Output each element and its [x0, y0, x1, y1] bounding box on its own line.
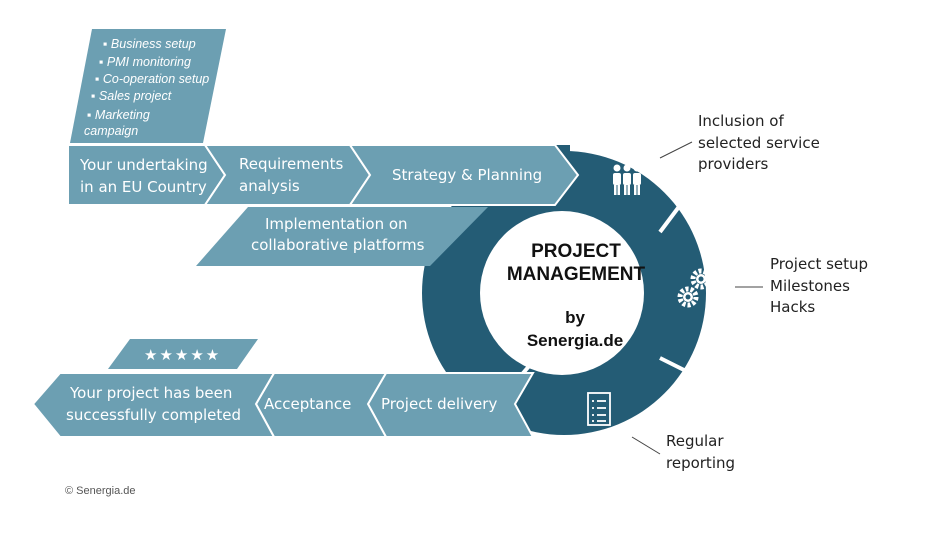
callout-setup-line3: Hacks [770, 298, 815, 316]
callout-setup: Project setup Milestones Hacks [770, 255, 868, 316]
step-undertaking-line2: in an EU Country [80, 178, 207, 196]
step-undertaking-line1: Your undertaking [79, 156, 208, 174]
step-strategy-label: Strategy & Planning [392, 166, 542, 184]
callout-line-reporting [631, 436, 661, 455]
copyright-text: © Senergia.de [65, 485, 136, 497]
step-completed-line1: Your project has been [69, 384, 232, 402]
callout-inclusion-line1: Inclusion of [698, 112, 784, 130]
callout-inclusion-line3: providers [698, 155, 768, 173]
step-undertaking [67, 144, 227, 206]
callout-setup-line1: Project setup [770, 255, 868, 273]
lower-process-row: Project delivery Acceptance Your project… [31, 372, 535, 438]
center-title-line1: PROJECT [531, 241, 621, 262]
center-by: by [565, 308, 585, 327]
service-list-item: ▪ Business setup [103, 37, 196, 51]
callout-inclusion-line2: selected service [698, 134, 820, 152]
service-list-item: ▪ Co-operation setup [95, 72, 209, 86]
service-list-item: campaign [84, 124, 138, 138]
upper-process-row: Your undertaking in an EU Country Requir… [67, 144, 580, 206]
step-requirements [203, 144, 372, 206]
checklist-icon [587, 392, 611, 426]
callout-line-inclusion [659, 141, 693, 159]
implementation-row: Implementation on collaborative platform… [196, 207, 488, 266]
step-implementation-line1: Implementation on [265, 215, 408, 233]
gears-icon [677, 268, 712, 308]
step-completed [31, 372, 276, 438]
step-strategy [348, 144, 580, 206]
ring-separator [658, 190, 692, 234]
callout-reporting-line2: reporting [666, 454, 735, 472]
step-acceptance-label: Acceptance [264, 395, 351, 413]
service-list-item: ▪ Sales project [91, 89, 172, 103]
step-requirements-line2: analysis [239, 177, 300, 195]
step-implementation [196, 207, 488, 266]
service-list-item: ▪ Marketing [87, 108, 150, 122]
step-completed-line2: successfully completed [66, 406, 241, 424]
step-delivery-label: Project delivery [381, 395, 497, 413]
service-list-box: ▪ Business setup ▪ PMI monitoring ▪ Co-o… [70, 29, 226, 143]
step-implementation-line2: collaborative platforms [251, 236, 425, 254]
people-group-icon [613, 164, 641, 195]
hub-circle [480, 211, 644, 375]
callout-inclusion: Inclusion of selected service providers [698, 112, 820, 173]
center-title-line2: MANAGEMENT [507, 264, 646, 285]
service-list-shape [70, 29, 226, 143]
rating-box: ★★★★★ [108, 339, 258, 369]
callout-reporting-line1: Regular [666, 432, 724, 450]
rating-stars: ★★★★★ [144, 346, 221, 364]
ring-separator [659, 356, 701, 380]
service-list-item: ▪ PMI monitoring [99, 55, 191, 69]
rating-shape [108, 339, 258, 369]
step-requirements-line1: Requirements [239, 155, 343, 173]
callout-setup-line2: Milestones [770, 277, 850, 295]
process-ring: PROJECT MANAGEMENT by Senergia.de [422, 145, 706, 435]
callout-reporting: Regular reporting [666, 432, 735, 472]
center-brand: Senergia.de [527, 331, 623, 350]
